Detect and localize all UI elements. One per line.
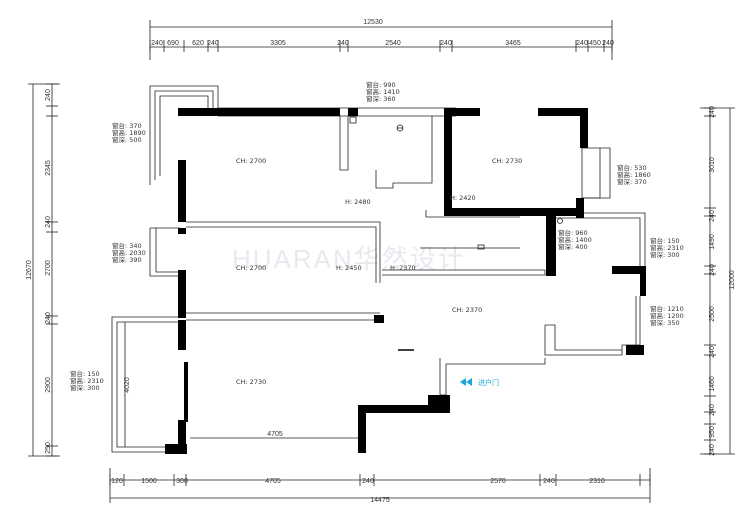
svg-text:窗深: 350: 窗深: 350 <box>650 318 680 327</box>
window-label-7: 窗台: 1210 窗高: 1200 窗深: 350 <box>650 304 684 327</box>
top-dim: 240 <box>602 40 614 47</box>
top-dim: 240 <box>151 40 163 47</box>
svg-text:窗台: 960: 窗台: 960 <box>558 228 588 237</box>
left-dim: 240 <box>45 216 52 228</box>
right-dim: 240 <box>709 264 716 276</box>
bottom-dim: 300 <box>176 478 188 485</box>
top-dim: 3305 <box>270 40 286 47</box>
window-label-4: 窗台: 340 窗高: 2030 窗深: 390 <box>112 241 146 264</box>
right-dim: 240 <box>709 404 716 416</box>
ceiling-room-top-right: CH: 2730 <box>492 157 522 165</box>
window-label-8: 窗台: 150 窗高: 2310 窗深: 300 <box>70 369 104 392</box>
svg-text:窗深: 390: 窗深: 390 <box>112 255 142 264</box>
top-dimensions: 12530 240 690 620 240 3305 240 2540 240 … <box>149 19 614 60</box>
ceiling-room-mid-left: CH: 2700 <box>236 264 266 272</box>
svg-text:窗台: 530: 窗台: 530 <box>617 163 647 172</box>
height-label: H: 2420 <box>450 194 476 202</box>
svg-text:窗高: 2310: 窗高: 2310 <box>70 376 104 385</box>
svg-text:窗深: 300: 窗深: 300 <box>70 383 100 392</box>
window-label-3: 窗台: 530 窗高: 1860 窗深: 370 <box>617 163 651 186</box>
right-dim: 3010 <box>709 157 716 173</box>
svg-text:窗高: 1410: 窗高: 1410 <box>366 87 400 96</box>
ceiling-room-bottom-left: CH: 2730 <box>236 378 266 386</box>
top-dim: 450 <box>589 40 601 47</box>
svg-text:窗深: 360: 窗深: 360 <box>366 94 396 103</box>
right-dim: 2500 <box>709 306 716 322</box>
svg-text:窗高: 1860: 窗高: 1860 <box>617 170 651 179</box>
svg-text:窗高: 1890: 窗高: 1890 <box>112 128 146 137</box>
bottom-dim: 240 <box>543 478 555 485</box>
svg-text:窗深: 400: 窗深: 400 <box>558 242 588 251</box>
watermark: HUARAN华然设计 <box>232 244 466 274</box>
left-dimensions: 12670 240 2345 240 2700 240 2900 250 <box>26 83 60 457</box>
top-dim: 3465 <box>505 40 521 47</box>
left-dim: 2900 <box>45 377 52 393</box>
left-dim: 2345 <box>45 160 52 176</box>
svg-text:窗台: 990: 窗台: 990 <box>366 80 396 89</box>
bottom-dim: 240 <box>362 478 374 485</box>
bottom-dim: 120 <box>111 478 123 485</box>
ceiling-living: CH: 2370 <box>452 306 482 314</box>
svg-text:窗高: 2030: 窗高: 2030 <box>112 248 146 257</box>
height-label: H: 2480 <box>345 198 371 206</box>
window-label-5: 窗台: 960 窗高: 1400 窗深: 400 <box>558 228 592 251</box>
bottom-dim: 2570 <box>490 478 506 485</box>
window-label-6: 窗台: 150 窗高: 2310 窗深: 300 <box>650 236 684 259</box>
top-dim: 240 <box>337 40 349 47</box>
bottom-dim: 4705 <box>265 478 281 485</box>
balcony-width-dim: 4020 <box>124 377 131 393</box>
bottom-dim: 1500 <box>141 478 157 485</box>
left-dim: 240 <box>45 312 52 324</box>
bottom-dim: 2310 <box>589 478 605 485</box>
top-dim: 620 <box>192 40 204 47</box>
fixtures <box>349 116 563 351</box>
svg-text:窗深: 300: 窗深: 300 <box>650 250 680 259</box>
svg-text:窗台: 1210: 窗台: 1210 <box>650 304 684 313</box>
height-label: H: 2370 <box>390 264 416 272</box>
right-dim: 1460 <box>709 376 716 392</box>
left-dim: 2700 <box>45 260 52 276</box>
svg-text:窗深: 370: 窗深: 370 <box>617 177 647 186</box>
svg-text:窗台: 340: 窗台: 340 <box>112 241 142 250</box>
bottom-dimensions: 120 1500 300 4705 240 2570 240 2310 1447… <box>109 468 651 504</box>
total-right-dim: 12000 <box>729 270 736 290</box>
top-dim: 240 <box>207 40 219 47</box>
top-dim: 690 <box>167 40 179 47</box>
top-dim: 2540 <box>385 40 401 47</box>
right-dim: 240 <box>709 210 716 222</box>
svg-text:窗高: 1400: 窗高: 1400 <box>558 235 592 244</box>
svg-text:窗台: 150: 窗台: 150 <box>650 236 680 245</box>
total-bottom-dim: 14475 <box>370 497 390 504</box>
height-label: H: 2450 <box>336 264 362 272</box>
svg-text:窗高: 1200: 窗高: 1200 <box>650 311 684 320</box>
svg-text:窗深: 500: 窗深: 500 <box>112 135 142 144</box>
right-dim: 240 <box>709 444 716 456</box>
walls <box>165 108 646 454</box>
window-label-1: 窗台: 370 窗高: 1890 窗深: 500 <box>112 121 146 144</box>
entry-label: 进户门 <box>478 378 499 387</box>
top-dim: 240 <box>576 40 588 47</box>
top-dim: 240 <box>440 40 452 47</box>
ceiling-room-top-left: CH: 2700 <box>236 157 266 165</box>
wall-length-dim: 4705 <box>267 431 283 438</box>
left-dim: 240 <box>45 89 52 101</box>
entry-arrow-icon <box>460 378 472 386</box>
window-label-2: 窗台: 990 窗高: 1410 窗深: 360 <box>366 80 400 103</box>
svg-text:窗台: 370: 窗台: 370 <box>112 121 142 130</box>
entry-marker: 进户门 <box>460 378 499 387</box>
total-top-dim: 12530 <box>363 19 383 26</box>
right-dim: 950 <box>709 426 716 438</box>
right-dim: 1490 <box>709 234 716 250</box>
right-dim: 240 <box>709 346 716 358</box>
total-left-dim: 12670 <box>26 260 33 280</box>
right-dimensions: 12000 240 3010 240 1490 240 2500 240 146… <box>700 106 736 456</box>
svg-text:窗高: 2310: 窗高: 2310 <box>650 243 684 252</box>
left-dim: 250 <box>45 442 52 454</box>
right-dim: 240 <box>709 106 716 118</box>
svg-text:窗台: 150: 窗台: 150 <box>70 369 100 378</box>
